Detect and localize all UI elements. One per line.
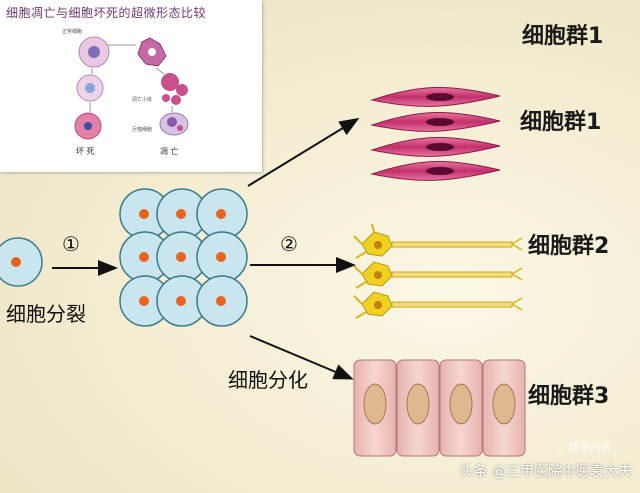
inset-illustration bbox=[74, 36, 189, 140]
neuron-cells bbox=[353, 223, 523, 319]
watermark-small: ○ 趣圣的医 bbox=[554, 441, 612, 454]
inset-comparison-image: 细胞凋亡与细胞坏死的超微形态比较 正常细胞 凋亡小体 巨噬细胞 坏 死 凋 亡 bbox=[0, 0, 262, 172]
inset-title: 细胞凋亡与细胞坏死的超微形态比较 bbox=[6, 6, 207, 20]
group3-label: 细胞群3 bbox=[528, 384, 610, 409]
group2-label: 细胞群2 bbox=[528, 234, 610, 259]
inset-apoptosis-label: 凋 亡 bbox=[160, 147, 179, 156]
inset-macrophage-label: 巨噬细胞 bbox=[132, 127, 153, 133]
epithelial-cells bbox=[353, 359, 526, 457]
cell-cluster bbox=[119, 188, 248, 327]
inset-apoptotic-body-label: 凋亡小体 bbox=[132, 97, 153, 103]
group1-label: 细胞群1 bbox=[520, 110, 602, 135]
top-group-label: 细胞群1 bbox=[522, 24, 604, 49]
arrow-to-muscle bbox=[247, 117, 360, 187]
muscle-cells bbox=[370, 87, 501, 181]
step2-label: ② bbox=[280, 232, 298, 256]
inset-necrosis-label: 坏 死 bbox=[76, 147, 95, 156]
division-label: 细胞分裂 bbox=[6, 302, 86, 326]
watermark: 头条 @三甲医院中医袁大夫 bbox=[459, 464, 632, 480]
differentiation-label: 细胞分化 bbox=[228, 368, 308, 392]
step1-label: ① bbox=[62, 232, 80, 256]
single-cell bbox=[0, 237, 43, 287]
inset-normal-cell-label: 正常细胞 bbox=[62, 29, 83, 35]
arrow-to-epithelial bbox=[249, 335, 354, 380]
